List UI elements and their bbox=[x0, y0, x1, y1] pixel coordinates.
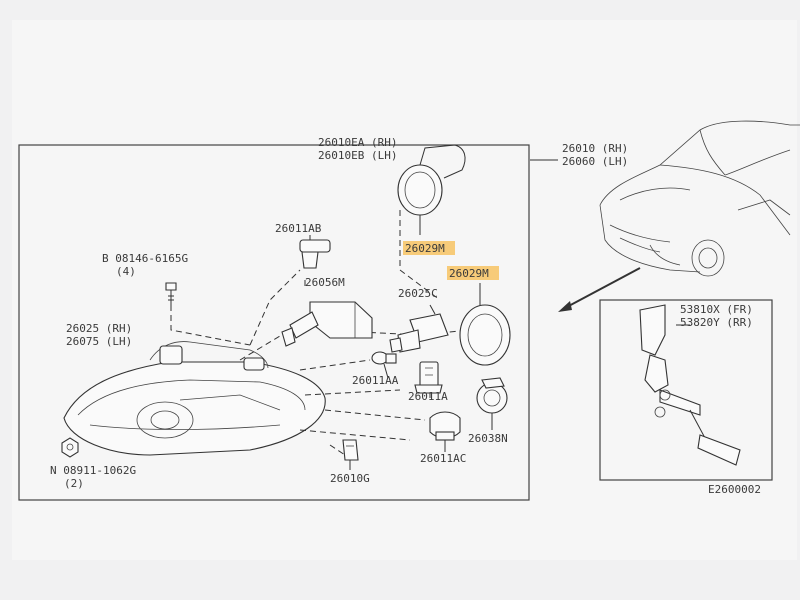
label-cap-26029m-1: 26029M bbox=[405, 242, 445, 255]
label-bolt: B 08146-6165G bbox=[102, 252, 188, 265]
clip-26010g bbox=[342, 439, 359, 470]
label-motor-26056m: 26056M bbox=[305, 276, 345, 289]
label-bulb-26011a: 26011A bbox=[408, 390, 448, 403]
label-socket-26038n: 26038N bbox=[468, 432, 508, 445]
nut-part bbox=[61, 437, 79, 458]
label-holder-lh: 26010EB (LH) bbox=[318, 149, 397, 162]
cap-ring-middle bbox=[459, 283, 511, 366]
connector-26025c bbox=[389, 304, 449, 353]
label-leveler-rr: 53820Y (RR) bbox=[680, 316, 753, 329]
highlight-cap-1 bbox=[403, 241, 455, 255]
bulb-26011aa bbox=[371, 351, 397, 379]
leveler-part bbox=[639, 304, 741, 466]
label-leveler-fr: 53810X (FR) bbox=[680, 303, 753, 316]
main-frame bbox=[18, 144, 530, 501]
label-clip-26010g: 26010G bbox=[330, 472, 370, 485]
car-illustration bbox=[599, 120, 800, 277]
label-housing-rh: 26025 (RH) bbox=[66, 322, 132, 335]
socket-26038n bbox=[476, 377, 508, 430]
bolt-part bbox=[165, 282, 177, 305]
bulb-26011a bbox=[414, 361, 443, 398]
label-nut-qty: (2) bbox=[64, 477, 84, 490]
highlight-cap-2 bbox=[447, 266, 499, 280]
label-headlamp-rh: 26010 (RH) bbox=[562, 142, 628, 155]
car-arrow-head bbox=[558, 301, 572, 312]
bulb-26011ab bbox=[299, 235, 331, 269]
label-headlamp-lh: 26060 (LH) bbox=[562, 155, 628, 168]
inset-frame bbox=[599, 299, 773, 481]
motor-26056m bbox=[281, 301, 373, 347]
car-arrow bbox=[564, 267, 641, 309]
headlamp-housing bbox=[63, 341, 326, 456]
diagram-paper bbox=[12, 20, 797, 560]
label-socket-26011ab: 26011AB bbox=[275, 222, 322, 235]
label-diagram-code: E2600002 bbox=[708, 483, 761, 496]
label-holder-rh: 26010EA (RH) bbox=[318, 136, 397, 149]
label-housing-lh: 26075 (LH) bbox=[66, 335, 132, 348]
label-connector-26025c: 26025C bbox=[398, 287, 438, 300]
holder-ring-top bbox=[397, 144, 466, 235]
label-nut: N 08911-1062G bbox=[50, 464, 136, 477]
label-cap-26029m-2: 26029M bbox=[449, 267, 489, 280]
label-bulb-26011ac: 26011AC bbox=[420, 452, 466, 465]
label-bulb-26011aa: 26011AA bbox=[352, 374, 399, 387]
bulb-26011ac bbox=[429, 411, 461, 452]
label-bolt-qty: (4) bbox=[116, 265, 136, 278]
